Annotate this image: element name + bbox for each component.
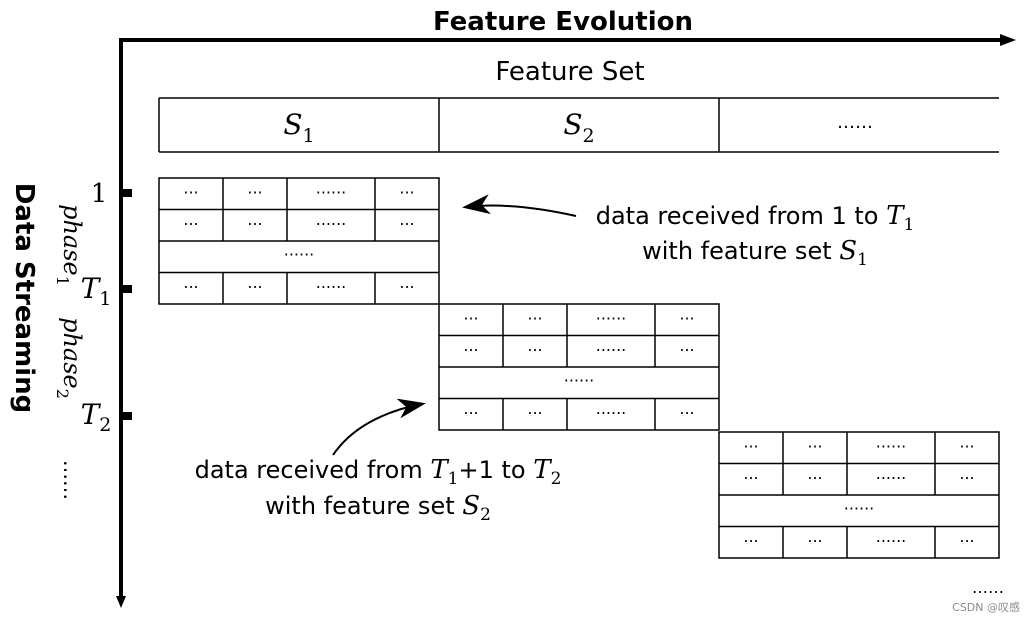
cell-text: ··· [959, 532, 974, 551]
cell-text: ··· [399, 183, 414, 202]
cell-text: ··· [527, 341, 542, 360]
cell-text: ··· [959, 437, 974, 456]
cell-text: ··· [183, 183, 198, 202]
cell-text: ······ [876, 532, 907, 551]
cell-text: ······ [316, 278, 347, 297]
cell-text: ··· [247, 183, 262, 202]
annotation-2-line1: data received from T1+1 to T2 [195, 455, 562, 489]
tick-start [121, 189, 132, 197]
phase-1-label: phase1 [53, 204, 86, 286]
cell-text: ······ [596, 309, 627, 328]
header-s2: S2 [563, 108, 594, 147]
annotation-1-line2: with feature set S1 [642, 236, 868, 270]
tick-t1 [121, 285, 132, 293]
cell-text: ··· [743, 437, 758, 456]
cell-text: ··· [247, 278, 262, 297]
cell-text: ··· [463, 341, 478, 360]
row-ellipsis: ······ [564, 371, 595, 390]
watermark: CSDN @叹感 [952, 601, 1020, 614]
horizontal-axis-title: Feature Evolution [433, 7, 693, 37]
row-ellipsis: ······ [844, 499, 875, 518]
tick-label-t1: T1 [81, 272, 112, 310]
annotation-1-line1: data received from 1 to T1 [596, 201, 915, 235]
feature-set-title: Feature Set [495, 57, 644, 87]
cell-text: ··· [183, 278, 198, 297]
row-ellipsis: ······ [284, 245, 315, 264]
cell-text: ······ [876, 437, 907, 456]
horizontal-axis-arrow-icon [1000, 34, 1016, 46]
cell-text: ··· [679, 341, 694, 360]
cell-text: ··· [807, 469, 822, 488]
cell-text: ··· [807, 437, 822, 456]
cell-text: ······ [596, 404, 627, 423]
annotation-1-arrow [462, 194, 577, 217]
vertical-axis-arrow-icon [116, 596, 126, 608]
cell-text: ······ [596, 341, 627, 360]
cell-text: ··· [743, 532, 758, 551]
data-block-1: ········································… [158, 177, 440, 305]
cell-text: ······ [316, 183, 347, 202]
cell-text: ··· [183, 215, 198, 234]
tick-t2 [121, 412, 132, 420]
data-block-3: ········································… [718, 431, 1000, 559]
cell-text: ······ [316, 215, 347, 234]
annotation-2-arrow [332, 398, 426, 456]
cell-text: ··· [743, 469, 758, 488]
cell-text: ··· [247, 215, 262, 234]
cell-text: ··· [399, 278, 414, 297]
phase-2-label: phase2 [53, 317, 86, 399]
data-blocks: ········································… [158, 177, 1000, 559]
data-block-2: ········································… [438, 303, 720, 431]
header-more: …… [837, 112, 873, 133]
cell-text: ··· [527, 309, 542, 328]
cell-text: ··· [959, 469, 974, 488]
feature-set-header-row [158, 97, 999, 153]
cell-text: ··· [807, 532, 822, 551]
cell-text: ··· [463, 309, 478, 328]
tick-label-start: 1 [91, 179, 108, 209]
tick-label-t2: T2 [81, 398, 112, 436]
tick-label-more: …… [59, 460, 83, 500]
cell-text: ······ [876, 469, 907, 488]
annotation-2-line2: with feature set S2 [265, 491, 491, 525]
cell-text: ··· [399, 215, 414, 234]
cell-text: ··· [679, 309, 694, 328]
vertical-axis-title: Data Streaming [9, 183, 39, 413]
cell-text: ··· [679, 404, 694, 423]
header-s1: S1 [283, 108, 314, 147]
cell-text: ··· [527, 404, 542, 423]
cell-text: ··· [463, 404, 478, 423]
trailing-ellipsis: …… [972, 578, 1004, 597]
